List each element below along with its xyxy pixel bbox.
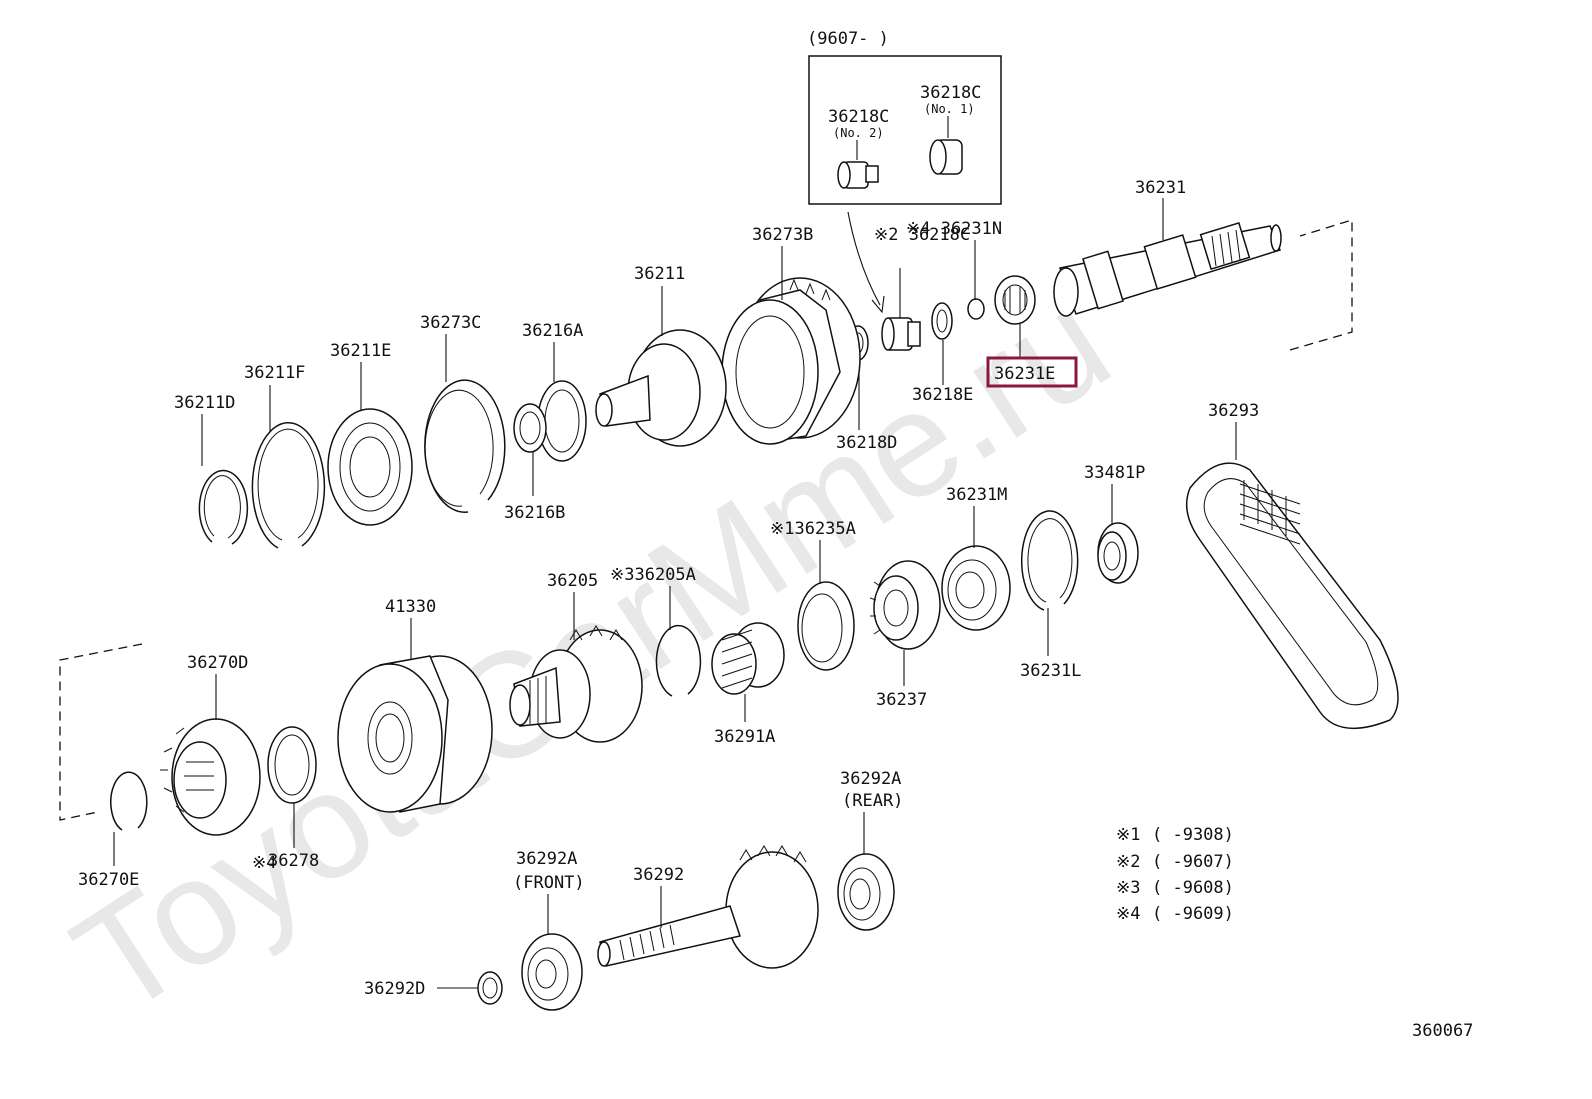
- label-33481p[interactable]: 33481P: [1084, 463, 1145, 483]
- label-36231m[interactable]: 36231M: [946, 485, 1007, 505]
- drum-41330-shape: [337, 655, 493, 813]
- ring-36231n-shape: [967, 298, 985, 320]
- snapring-36270e-shape: [110, 771, 148, 831]
- snapring-36211f-shape: [251, 422, 326, 549]
- hub-36211-shape: [595, 329, 727, 447]
- label-36211e[interactable]: 36211E: [330, 341, 391, 361]
- bearing-36292a-front-shape: [521, 933, 583, 1011]
- needle-bearing-36291a-shape: [711, 622, 785, 695]
- plug-36218c-shape: [881, 317, 921, 351]
- plug-no2-shape: [837, 161, 879, 189]
- snapring-36211d-shape: [198, 469, 249, 545]
- label-36218c-mark[interactable]: ※2 36218C: [874, 225, 970, 245]
- footnote-3-mark: ※3: [1116, 878, 1140, 898]
- label-36273c[interactable]: 36273C: [420, 313, 481, 333]
- label-36278-mark: ※4: [252, 853, 276, 873]
- label-36273b[interactable]: 36273B: [752, 225, 813, 245]
- label-36278[interactable]: 36278: [268, 851, 319, 871]
- ring-36292d-shape: [477, 971, 503, 1005]
- gear-36237-shape: [869, 560, 941, 650]
- inset-part-36218c-no2-note: (No. 2): [833, 126, 884, 140]
- footnote-2-mark: ※2: [1116, 852, 1140, 872]
- carrier-36270d-shape: [160, 718, 261, 836]
- bearing-36211e-shape: [327, 408, 413, 526]
- ring-36218e-shape: [931, 302, 953, 340]
- inset-part-36218c-no1-note: (No. 1): [924, 102, 975, 116]
- highlight-box-36231e: [986, 356, 1078, 388]
- cap-no1-shape: [929, 139, 963, 175]
- ring-36216b-shape: [513, 403, 547, 453]
- bearing-36292a-rear-shape: [837, 853, 895, 931]
- footnote-legend: ※1 ( -9308) ※2 ( -9607) ※3 ( -9608) ※4 (…: [1116, 825, 1234, 924]
- inset-range-label: (9607- ): [807, 29, 889, 49]
- label-36231[interactable]: 36231: [1135, 178, 1186, 198]
- footnote-2-range: ( -9607): [1152, 852, 1234, 872]
- shaft-36292-shape: [597, 845, 819, 969]
- label-36216a[interactable]: 36216A: [522, 321, 583, 341]
- drum-36273b-shape: [721, 277, 861, 445]
- snapring-36231l-shape: [1020, 510, 1079, 611]
- label-36218e[interactable]: 36218E: [912, 385, 973, 405]
- label-36205[interactable]: 36205: [547, 571, 598, 591]
- label-36231e[interactable]: 36231E: [994, 364, 1055, 384]
- footnote-4-range: ( -9609): [1152, 904, 1234, 924]
- label-36216b[interactable]: 36216B: [504, 503, 565, 523]
- label-36211d[interactable]: 36211D: [174, 393, 235, 413]
- ring-36278-shape: [267, 726, 317, 804]
- label-36292a-rear-note: (REAR): [842, 791, 903, 811]
- label-36270e[interactable]: 36270E: [78, 870, 139, 890]
- label-36292a-rear[interactable]: 36292A: [840, 769, 901, 789]
- label-36292a-front-note: (FRONT): [513, 873, 585, 893]
- snapring-36273c-shape: [424, 379, 506, 513]
- shaft-36231-shape: [1053, 222, 1282, 317]
- label-36205a[interactable]: ※336205A: [610, 565, 696, 585]
- bearing-36231m-shape: [941, 545, 1011, 631]
- label-36211[interactable]: 36211: [634, 264, 685, 284]
- label-36231l[interactable]: 36231L: [1020, 661, 1081, 681]
- footnote-4-mark: ※4: [1116, 904, 1140, 924]
- label-36235a[interactable]: ※136235A: [770, 519, 856, 539]
- snapring-36205a-shape: [655, 624, 702, 697]
- label-36231n[interactable]: ※4 36231N: [906, 219, 1002, 239]
- label-36291a[interactable]: 36291A: [714, 727, 775, 747]
- diagram-id: 360067: [1412, 1021, 1473, 1041]
- label-36237[interactable]: 36237: [876, 690, 927, 710]
- label-36292[interactable]: 36292: [633, 865, 684, 885]
- seal-33481p-shape: [1097, 522, 1139, 584]
- footnote-1-range: ( -9308): [1152, 825, 1234, 845]
- inset-part-36218c-no2[interactable]: 36218C: [828, 107, 889, 127]
- label-36292a-front[interactable]: 36292A: [516, 849, 577, 869]
- sprocket-36205-shape: [509, 625, 643, 743]
- label-36218d[interactable]: 36218D: [836, 433, 897, 453]
- label-36270d[interactable]: 36270D: [187, 653, 248, 673]
- ring-36235a-shape: [797, 581, 855, 671]
- label-41330[interactable]: 41330: [385, 597, 436, 617]
- label-36293[interactable]: 36293: [1208, 401, 1259, 421]
- bearing-36231e-shape: [994, 275, 1036, 325]
- label-36211f[interactable]: 36211F: [244, 363, 305, 383]
- inset-box: (9607- ) 36218C (No. 2) 36218C (No. 1): [807, 29, 1002, 314]
- chain-36293-shape: [1185, 462, 1399, 730]
- inset-part-36218c-no1[interactable]: 36218C: [920, 83, 981, 103]
- label-36292d[interactable]: 36292D: [364, 979, 425, 999]
- footnote-1-mark: ※1: [1116, 825, 1140, 845]
- footnote-3-range: ( -9608): [1152, 878, 1234, 898]
